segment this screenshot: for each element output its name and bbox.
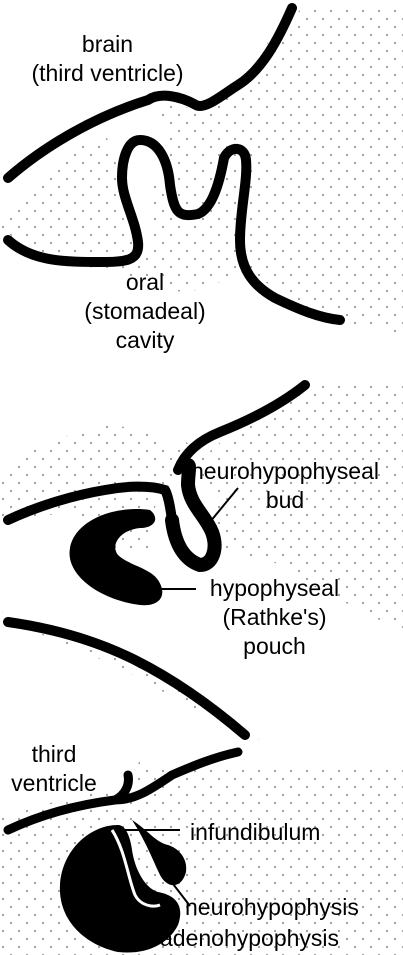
brain-label-line-2: (third ventricle) <box>20 59 195 88</box>
rathke-pouch-label: hypophyseal (Rathke's) pouch <box>192 574 357 661</box>
bud-label-line-1: neurohypophyseal <box>170 457 400 486</box>
third-ventricle-label: third ventricle <box>0 740 108 798</box>
brain-label: brain (third ventricle) <box>20 30 195 88</box>
ventricle-label-line-2: ventricle <box>0 769 108 798</box>
oral-label-line-1: oral <box>55 268 235 297</box>
ventricle-label-line-1: third <box>0 740 108 769</box>
pouch-label-line-2: (Rathke's) <box>192 603 357 632</box>
oral-label-line-3: cavity <box>55 326 235 355</box>
brain-label-line-1: brain <box>20 30 195 59</box>
panel-2-middle-stage <box>0 385 403 740</box>
bud-label-line-2: bud <box>170 486 400 515</box>
oral-cavity-label: oral (stomadeal) cavity <box>55 268 235 355</box>
pouch-label-line-1: hypophyseal <box>192 574 357 603</box>
oral-label-line-2: (stomadeal) <box>55 297 235 326</box>
neurohypophyseal-bud-label: neurohypophyseal bud <box>170 457 400 515</box>
adenohypophysis-label: adenohypophysis <box>160 924 339 953</box>
pouch-label-line-3: pouch <box>192 632 357 661</box>
neurohypophysis-label: neurohypophysis <box>185 893 359 922</box>
infundibulum-label: infundibulum <box>190 818 320 847</box>
